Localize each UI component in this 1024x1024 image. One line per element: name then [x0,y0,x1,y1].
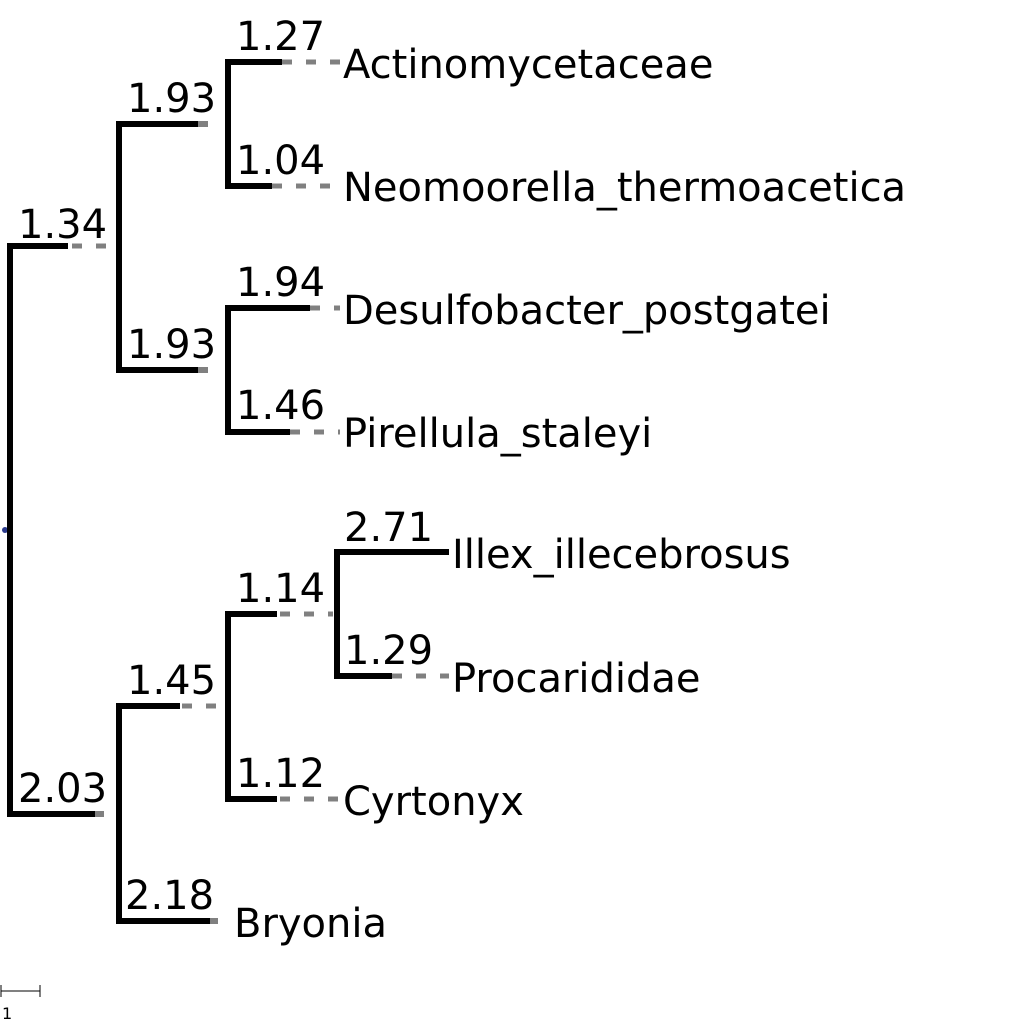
leaf-label-pirellula: Pirellula_staleyi [343,411,652,457]
leaf-label-neomoorella: Neomoorella_thermoacetica [343,165,906,211]
length-label-clade-a2: 1.93 [127,322,216,368]
leaf-label-desulfobacter: Desulfobacter_postgatei [343,288,831,334]
length-label-clade-a1: 1.93 [127,76,216,122]
leaf-label-cyrtonyx: Cyrtonyx [343,779,524,825]
length-label-bryonia: 2.18 [125,873,214,919]
length-label-procarididae: 1.29 [344,628,433,674]
scale-bar: 1 [0,985,41,1023]
root-node-dot [2,527,8,533]
scale-bar-label: 1 [2,1004,12,1023]
leaf-label-bryonia: Bryonia [234,901,387,947]
length-label-clade-a: 1.34 [18,202,107,248]
length-label-clade-b1a: 1.14 [236,566,325,612]
leaf-label-illex: Illex_illecebrosus [452,532,791,578]
length-label-illex: 2.71 [344,505,433,551]
leaf-label-actinomycetaceae: Actinomycetaceae [343,42,713,88]
length-label-pirellula: 1.46 [236,383,325,429]
length-label-clade-b: 2.03 [18,766,107,812]
length-label-neomoorella: 1.04 [236,138,325,184]
length-label-cyrtonyx: 1.12 [236,751,325,797]
length-label-clade-b1: 1.45 [127,658,216,704]
length-label-desulfobacter: 1.94 [236,260,325,306]
length-label-actinomycetaceae: 1.27 [236,14,325,60]
leaf-label-procarididae: Procarididae [452,656,701,702]
